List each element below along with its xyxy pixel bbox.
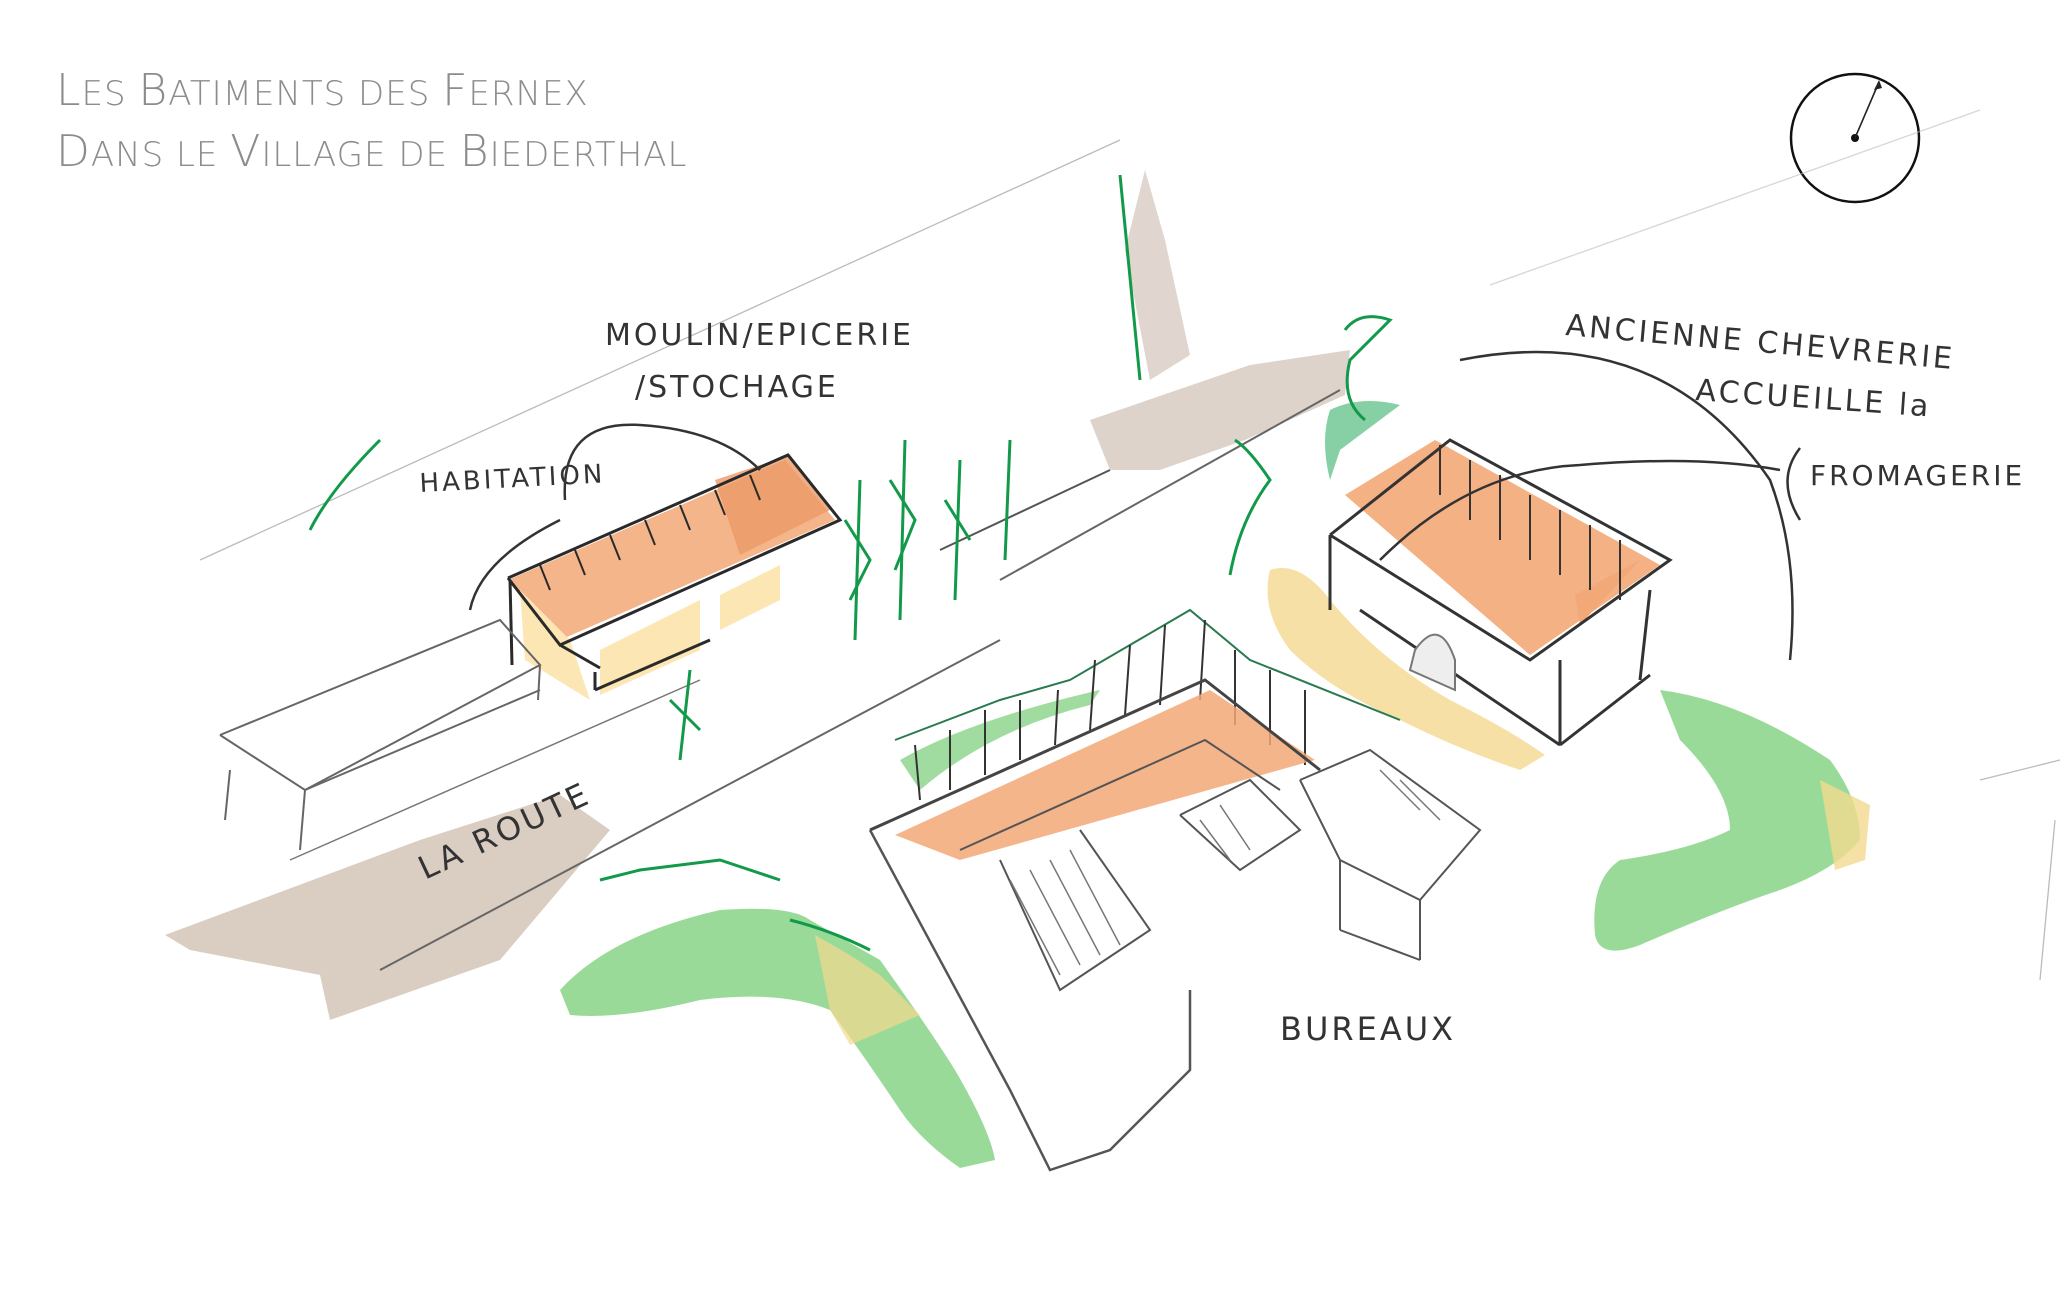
- title-cap: V: [230, 126, 262, 177]
- title-line-1: LES BATIMENTS DES FERNEX: [56, 62, 687, 123]
- label-bureaux: BUREAUX: [1280, 1010, 1456, 1048]
- title-word: ERNEX: [468, 74, 589, 114]
- title-word: ILLAGE DE: [261, 135, 460, 175]
- road-area: [165, 170, 1350, 1020]
- label-habitation: HABITATION: [419, 459, 606, 499]
- title-word: ATIMENTS DES: [168, 74, 443, 114]
- title-word: IEDERTHAL: [489, 135, 688, 175]
- building-chevrerie: [1328, 438, 1673, 747]
- north-arrow-compass-icon: [1789, 72, 1921, 204]
- trees: [308, 174, 1393, 952]
- hillside-hatching: [894, 608, 1401, 801]
- label-chevrerie-2: ACCUEILLE la: [1694, 373, 1932, 424]
- perspective-guides: [199, 109, 2060, 981]
- title-cap: F: [442, 65, 469, 116]
- label-chevrerie-1: ANCIENNE CHEVRERIE: [1564, 308, 1956, 377]
- label-bracket: [1786, 447, 1802, 521]
- building-bureaux: [868, 678, 1482, 1172]
- title-word: ES: [81, 74, 139, 114]
- title-line-2: DANS LE VILLAGE DE BIEDERTHAL: [56, 123, 687, 184]
- label-stochage: /STOCHAGE: [635, 370, 839, 405]
- sand-path: [1267, 568, 1545, 770]
- annotation-leaders: [468, 350, 1794, 661]
- page-title: LES BATIMENTS DES FERNEX DANS LE VILLAGE…: [56, 62, 687, 184]
- label-moulin-epicerie: MOULIN/EPICERIE: [605, 318, 914, 353]
- label-fromagerie: FROMAGERIE: [1810, 459, 2025, 492]
- title-cap: B: [459, 126, 490, 177]
- building-neighbour: [219, 618, 542, 851]
- title-cap: B: [138, 65, 169, 116]
- building-moulin-habitation: [506, 453, 843, 700]
